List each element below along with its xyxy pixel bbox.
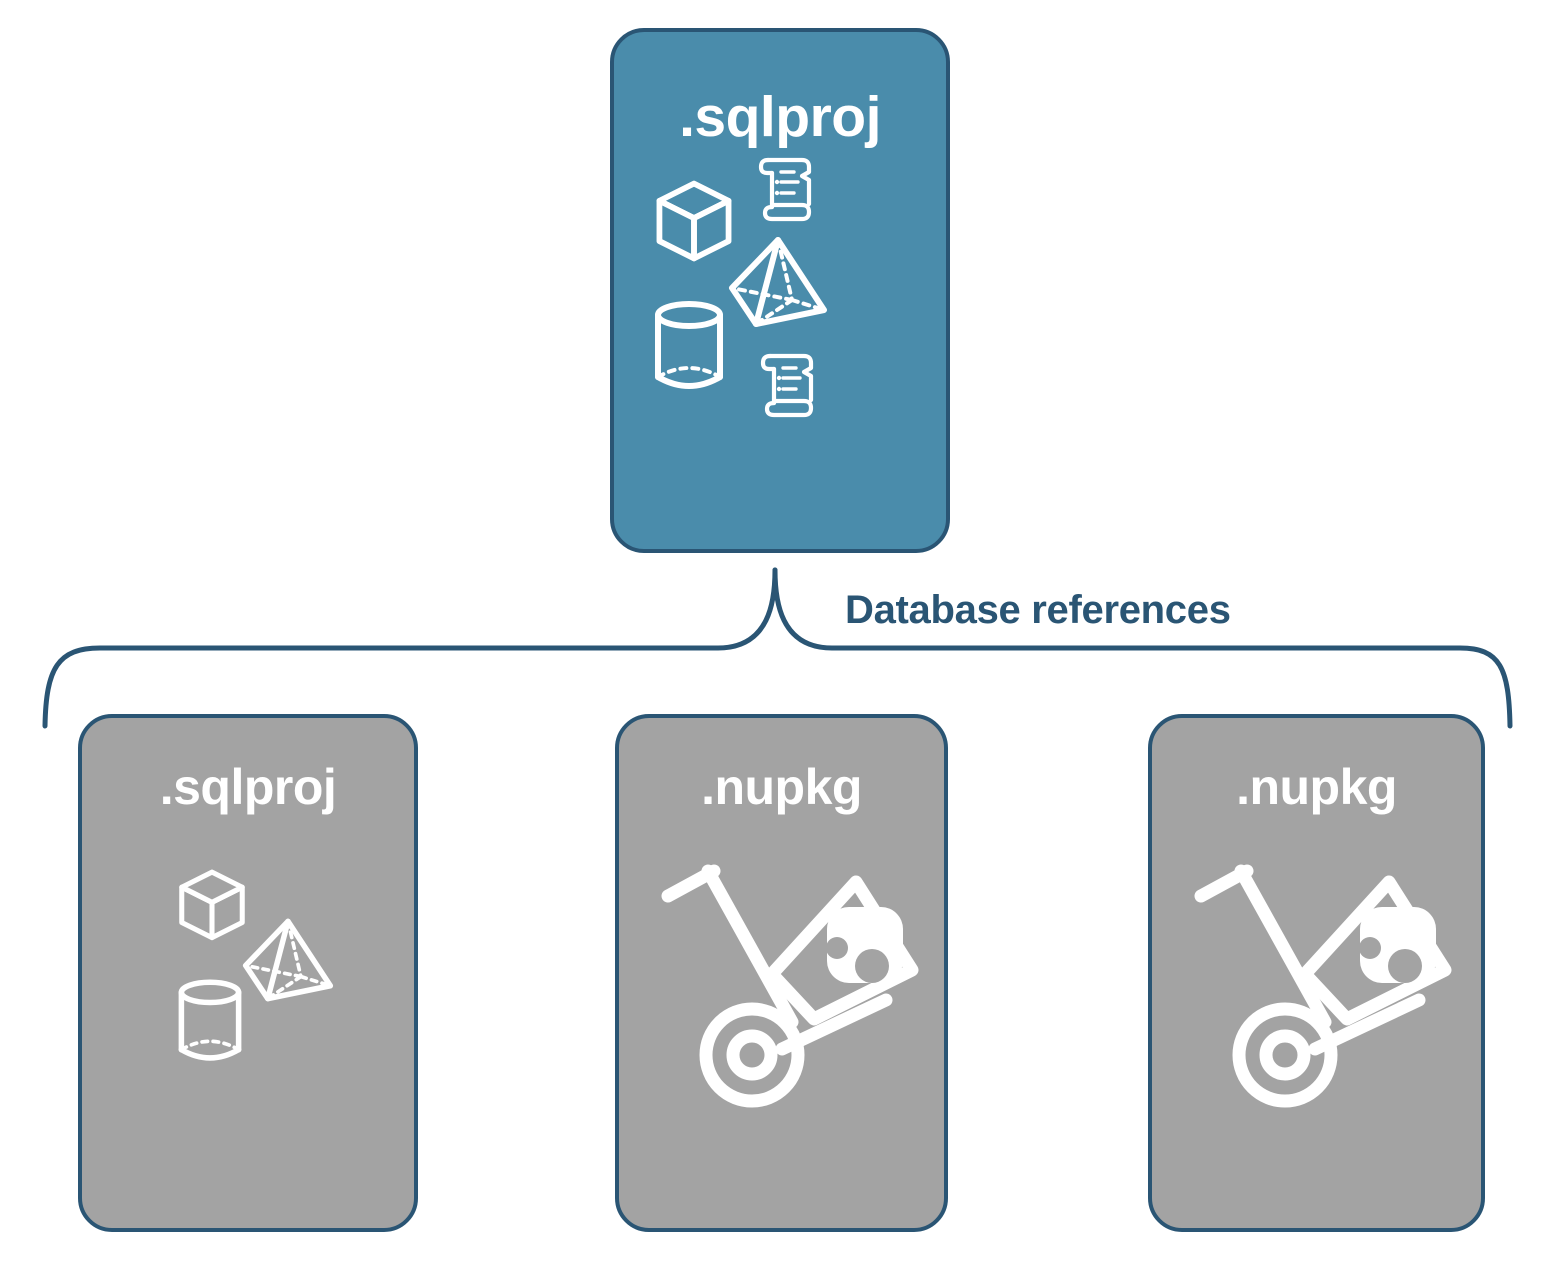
child-icon-group	[82, 816, 414, 1228]
node-title: .nupkg	[701, 759, 862, 815]
node-title: .sqlproj	[679, 85, 881, 149]
cylinder-icon	[655, 301, 723, 389]
node-nupkg-reference-2[interactable]: .nupkg	[1148, 714, 1485, 1232]
child-icon-group	[1152, 816, 1481, 1228]
node-sqlproj-reference[interactable]: .sqlproj	[78, 714, 418, 1232]
root-icon-group	[614, 150, 946, 549]
scroll-icon	[758, 157, 812, 222]
cube-icon	[656, 180, 732, 262]
node-nupkg-reference-1[interactable]: .nupkg	[615, 714, 948, 1232]
pyramid-icon	[242, 918, 334, 1002]
node-title: .sqlproj	[159, 759, 337, 815]
pyramid-icon	[729, 237, 827, 327]
scroll-icon	[760, 353, 814, 418]
package-dolly-icon	[1194, 864, 1452, 1108]
node-title: .nupkg	[1236, 759, 1397, 815]
cube-icon	[179, 869, 245, 941]
cylinder-icon	[178, 979, 242, 1061]
package-dolly-icon	[661, 864, 919, 1108]
node-sqlproj-root[interactable]: .sqlproj	[610, 28, 950, 553]
child-icon-group	[619, 816, 944, 1228]
connector-label: Database references	[845, 588, 1231, 632]
